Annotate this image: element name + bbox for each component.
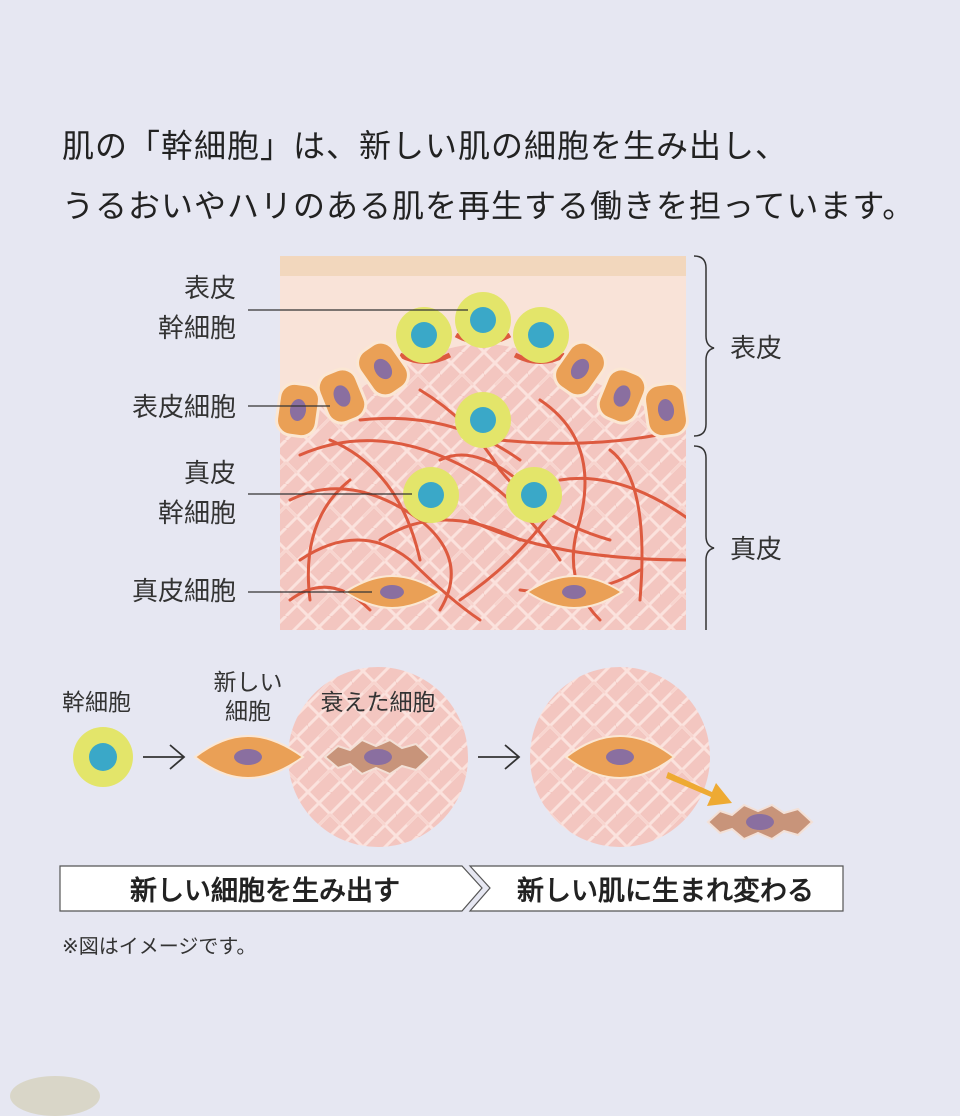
flow-label-new-cell-2: 細胞: [225, 699, 271, 725]
dermal-cells: [343, 574, 624, 610]
leader-lines: [248, 309, 468, 593]
flow-old-cell: [323, 738, 432, 776]
stem-cell: [455, 392, 511, 448]
label-epidermal-cell: 表皮細胞: [132, 393, 236, 423]
arrow-icon: [478, 744, 521, 770]
step-label-2: 新しい肌に生まれ変わる: [517, 876, 814, 907]
intro-line-1: 肌の「幹細胞」は、新しい肌の細胞を生み出し、: [62, 127, 789, 165]
epidermal-stem-cell: [513, 307, 569, 363]
intro-text: 肌の「幹細胞」は、新しい肌の細胞を生み出し、 うるおいやハリのある肌を再生する働…: [62, 116, 915, 236]
layer-braces: [693, 255, 715, 630]
arrow-icon: [143, 744, 186, 770]
step-box-1-frame: [59, 865, 483, 912]
flow-renewed-cell: [564, 734, 676, 780]
step-box-2-frame: [468, 865, 844, 912]
label-layer-epidermis: 表皮: [730, 334, 782, 364]
flow-shed-cell: [706, 803, 814, 841]
label-dermal-cell: 真皮細胞: [132, 577, 236, 607]
epidermal-stem-cell: [396, 307, 452, 363]
label-dermal-stem-1: 真皮: [184, 459, 236, 489]
dermal-stem-cell: [403, 467, 459, 523]
dermis-layer: [280, 436, 686, 630]
label-epidermal-stem-1: 表皮: [184, 274, 236, 304]
corner-decoration: [10, 1076, 100, 1116]
intro-line-2: うるおいやハリのある肌を再生する働きを担っています。: [62, 187, 916, 225]
epidermal-cells: [275, 340, 689, 439]
epidermal-stem-cell: [455, 292, 511, 348]
stratum-top: [280, 256, 686, 276]
label-dermal-stem-2: 幹細胞: [158, 499, 236, 529]
flow-label-new-cell-1: 新しい: [214, 670, 283, 696]
flow-stem-cell: [73, 727, 133, 787]
flow-new-cell: [193, 734, 305, 780]
dermis-dome: [280, 344, 686, 436]
label-layer-dermis: 真皮: [730, 535, 782, 565]
stem-cells: [396, 292, 569, 523]
skin-diagram: 表皮 幹細胞 表皮細胞 真皮 幹細胞 真皮細胞 表皮 真皮 幹細胞 新しい 細胞…: [59, 255, 844, 912]
flow-label-old-cell: 衰えた細胞: [321, 690, 436, 716]
dermal-stem-cell: [506, 467, 562, 523]
label-epidermal-stem-2: 幹細胞: [158, 314, 236, 344]
image-note: ※図はイメージです。: [62, 934, 257, 958]
skin-cross-section: [275, 256, 689, 630]
flow-diagram: 幹細胞 新しい 細胞 衰えた細胞: [59, 667, 844, 912]
flow-label-stem-cell: 幹細胞: [62, 690, 131, 716]
step-label-1: 新しい細胞を生み出す: [130, 876, 400, 907]
shedding-arrow-icon: [666, 772, 732, 806]
